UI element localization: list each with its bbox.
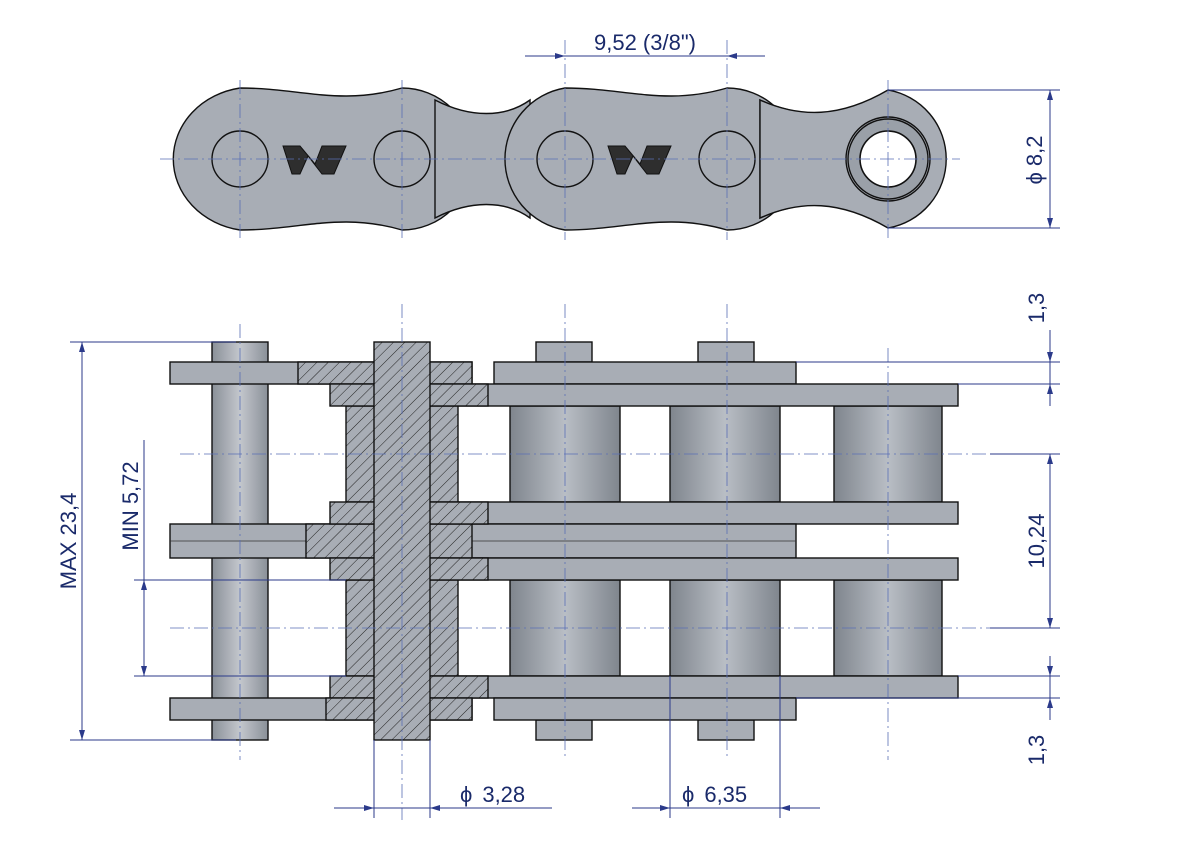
inner-plate-bottom xyxy=(439,675,959,699)
pin-head-bottom-3 xyxy=(697,719,755,741)
top-view: 9,52 (3/8") ϕ8,2 xyxy=(160,30,1060,240)
bottom-plate-thickness-dimension: 1,3 xyxy=(796,656,1060,765)
transverse-pitch-dimension: 10,24 xyxy=(990,453,1060,629)
max-width-dimension: MAX 23,4 xyxy=(56,341,236,741)
pin-head-top-2 xyxy=(535,341,593,363)
section-view: MAX 23,4 MIN 5,72 1,3 10,24 xyxy=(56,293,1060,820)
pin-head-top-3 xyxy=(697,341,755,363)
hole-diameter-dimension: ϕ8,2 xyxy=(888,89,1060,229)
transverse-pitch-label: 10,24 xyxy=(1024,513,1049,568)
w-logo-icon xyxy=(607,145,672,175)
top-plate-thickness-dimension: 1,3 xyxy=(796,293,1060,406)
min-inner-dimension: MIN 5,72 xyxy=(118,440,346,677)
pitch-dimension: 9,52 (3/8") xyxy=(525,30,765,59)
pin-head-bottom-2 xyxy=(535,719,593,741)
top-plate-label: 1,3 xyxy=(1024,293,1049,324)
w-logo-icon xyxy=(282,145,347,175)
bottom-plate-label: 1,3 xyxy=(1024,735,1049,766)
outer-plate-bottom-right xyxy=(493,697,797,721)
outer-plate-top-right xyxy=(493,361,797,385)
hole-diameter-label: ϕ8,2 xyxy=(1022,136,1047,185)
max-width-label: MAX 23,4 xyxy=(56,493,81,590)
inner-plate-mid-lower xyxy=(439,557,959,581)
min-inner-label: MIN 5,72 xyxy=(118,461,143,550)
inner-plate-mid-upper xyxy=(439,501,959,525)
pitch-label: 9,52 (3/8") xyxy=(594,30,696,55)
inner-plate-top xyxy=(439,383,959,407)
